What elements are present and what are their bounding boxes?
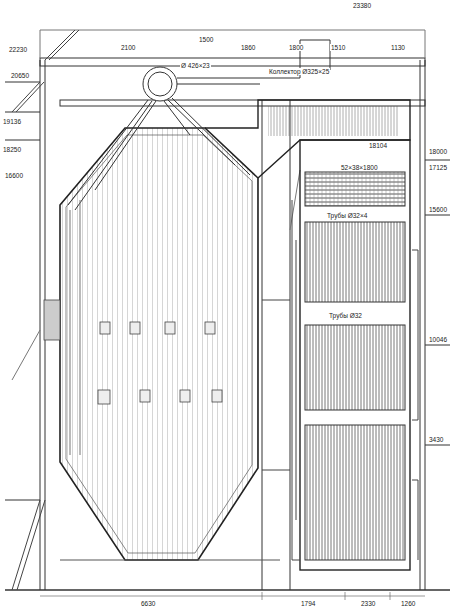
dimension-label: 19136 <box>2 118 22 125</box>
dimension-label: 18000 <box>428 148 448 155</box>
dimension-label: 1500 <box>198 36 214 43</box>
burners <box>44 300 222 404</box>
dimension-label: 1794 <box>300 600 316 607</box>
dimension-label: 2100 <box>120 44 136 51</box>
dimension-label: 1130 <box>390 44 406 51</box>
tube-bank <box>305 172 405 206</box>
dimension-label: 3430 <box>428 436 444 443</box>
dimension-label: 10046 <box>428 336 448 343</box>
furnace <box>60 128 258 560</box>
tube-bank <box>305 222 405 302</box>
dimension-label: 1510 <box>330 44 346 51</box>
convective-shaft <box>300 140 410 570</box>
dimension-label: 15600 <box>428 206 448 213</box>
dimension-label: 1260 <box>400 600 416 607</box>
dimension-label: Трубы Ø32×4 <box>326 212 368 219</box>
dimension-label: 17125 <box>428 164 448 171</box>
dimension-label: 1800 <box>288 44 304 51</box>
tube-bank <box>305 425 405 560</box>
dimension-label: 1860 <box>240 44 256 51</box>
dimension-label: 6630 <box>140 600 156 607</box>
pipes <box>262 200 418 560</box>
dimension-label: 16600 <box>4 172 24 179</box>
dimension-label: Ø 426×23 <box>180 62 211 69</box>
dimension-label: 18250 <box>2 146 22 153</box>
dimension-label: 23380 <box>352 2 372 9</box>
tube-bank <box>305 325 405 410</box>
dimension-label: Коллектор Ø325×25 <box>268 68 330 75</box>
dimension-label: Трубы Ø32 <box>328 312 363 319</box>
dimension-label: 20650 <box>10 72 30 79</box>
dimension-label: 52×38×1800 <box>340 164 379 171</box>
stairs <box>12 30 300 590</box>
frame <box>5 30 450 600</box>
dimension-label: 2330 <box>360 600 376 607</box>
dimension-label: 22230 <box>8 46 28 53</box>
gas-duct <box>205 100 410 178</box>
dimension-label: 18104 <box>368 142 388 149</box>
